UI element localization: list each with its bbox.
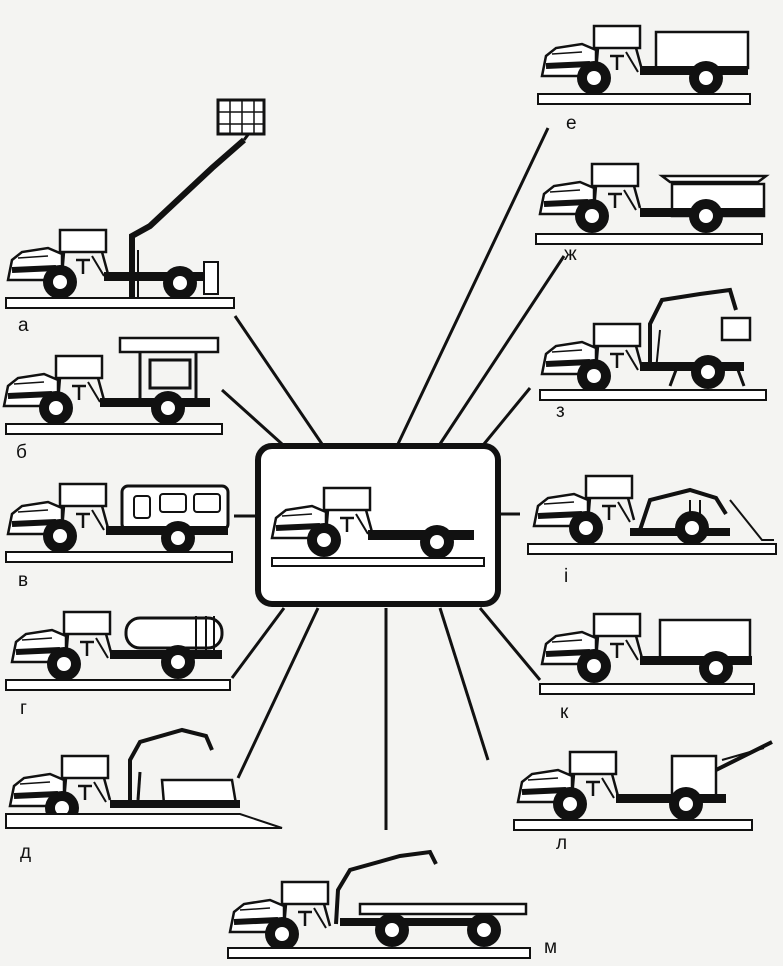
vehicle-v-personnel-carrier — [5, 484, 233, 563]
label-i: і — [564, 566, 569, 587]
label-l: л — [556, 833, 568, 854]
vehicle-g-tanker — [5, 612, 231, 691]
vehicle-e-box-body — [537, 26, 751, 105]
connector-k — [478, 607, 542, 681]
connector-lines — [220, 127, 566, 830]
vehicle-z-loader-crane — [539, 287, 767, 401]
label-g: г — [20, 698, 27, 719]
label-e: е — [566, 113, 577, 134]
vehicle-m-crane-trailer — [227, 849, 531, 959]
connector-zh — [438, 255, 566, 445]
label-zh: ж — [564, 244, 577, 265]
label-m: м — [544, 937, 558, 958]
vehicle-i-bulldozer — [527, 476, 777, 555]
vehicle-d-crane-flatbed — [5, 727, 283, 829]
vehicle-zh-flat-body — [535, 164, 770, 245]
connector-e — [396, 127, 550, 445]
vehicle-l-boom-rig — [513, 740, 773, 831]
label-d: д — [20, 842, 32, 863]
connector-z — [482, 387, 532, 445]
label-v: в — [18, 570, 29, 591]
connector-d — [236, 607, 320, 779]
connector-b — [220, 388, 284, 446]
label-a: а — [18, 315, 29, 336]
connector-g — [230, 607, 286, 679]
vehicle-b-scaling-rig — [4, 336, 223, 435]
vehicle-k-van-body — [539, 614, 755, 695]
label-b: б — [16, 442, 27, 463]
label-k: к — [560, 702, 569, 723]
central-base-carrier — [255, 443, 501, 607]
label-z: з — [556, 401, 565, 422]
vehicle-a-aerial-platform — [5, 98, 266, 309]
connector-l — [438, 607, 490, 761]
connector-a — [233, 315, 324, 445]
